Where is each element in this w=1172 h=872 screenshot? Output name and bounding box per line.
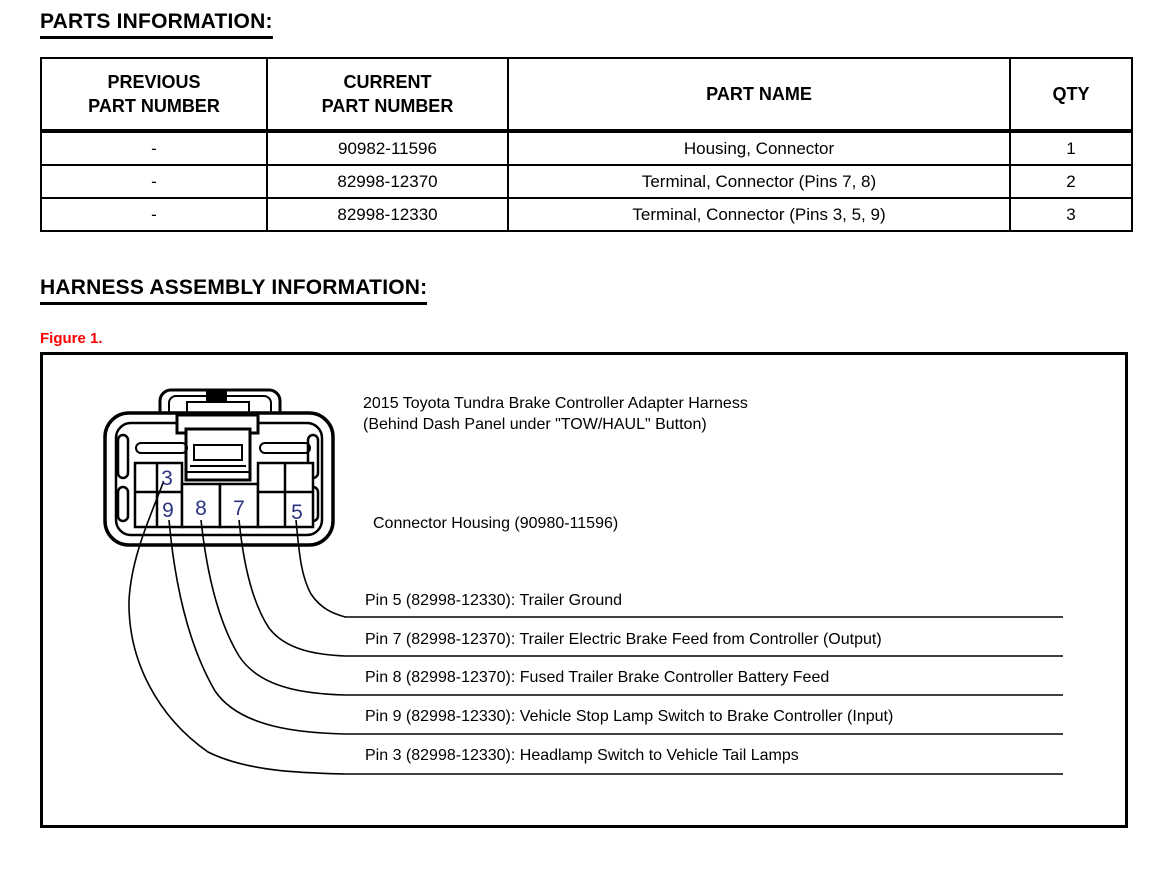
header-part-name: PART NAME (507, 57, 1011, 133)
pin-3-leader (128, 482, 1063, 775)
pin-9-description: Pin 9 (82998-12330): Vehicle Stop Lamp S… (365, 708, 894, 725)
pin-9-digit: 9 (162, 499, 174, 522)
cell-qty: 2 (1009, 164, 1133, 199)
header-text: CURRENT (343, 72, 432, 92)
cell-part-name: Terminal, Connector (Pins 3, 5, 9) (507, 197, 1011, 232)
harness-diagram: 3 9 8 7 5 (103, 388, 1063, 775)
pin-3-description: Pin 3 (82998-12330): Headlamp Switch to … (365, 747, 799, 764)
parts-table: PREVIOUS PART NUMBER CURRENT PART NUMBER… (40, 57, 1133, 232)
cell-previous: - (40, 197, 268, 232)
table-row: - 82998-12330 Terminal, Connector (Pins … (40, 197, 1133, 232)
cell-qty: 1 (1009, 130, 1133, 166)
header-text: PART NAME (706, 84, 812, 104)
pin-7-leader (238, 519, 1063, 657)
figure-1-label: Figure 1. (40, 330, 103, 347)
pin-8-leader (200, 519, 1063, 696)
header-text: QTY (1052, 84, 1090, 104)
pin-leader-lines (128, 482, 1063, 775)
connector-housing-label: Connector Housing (90980-11596) (373, 515, 619, 532)
cell-part-name: Housing, Connector (507, 130, 1011, 166)
pin-8-description: Pin 8 (82998-12370): Fused Trailer Brake… (365, 669, 830, 686)
pin-5-leader (295, 519, 1063, 618)
pin-7-digit: 7 (233, 497, 245, 520)
pin-9-leader (168, 519, 1063, 735)
cell-current: 90982-11596 (266, 130, 509, 166)
cell-part-name: Terminal, Connector (Pins 7, 8) (507, 164, 1011, 199)
cell-previous: - (40, 130, 268, 166)
figure-title: 2015 Toyota Tundra Brake Controller Adap… (363, 393, 748, 435)
pin-8-digit: 8 (195, 497, 207, 520)
header-text: PART NUMBER (88, 96, 220, 116)
pin-7-description: Pin 7 (82998-12370): Trailer Electric Br… (365, 631, 882, 648)
figure-1-box: 3 9 8 7 5 2015 Toyota Tundra Brake Contr… (40, 352, 1128, 828)
cell-current: 82998-12370 (266, 164, 509, 199)
parts-table-header-row: PREVIOUS PART NUMBER CURRENT PART NUMBER… (40, 57, 1133, 133)
header-text: PREVIOUS (107, 72, 201, 92)
table-row: - 90982-11596 Housing, Connector 1 (40, 130, 1133, 166)
cell-qty: 3 (1009, 197, 1133, 232)
harness-assembly-heading: HARNESS ASSEMBLY INFORMATION: (40, 276, 428, 305)
table-row: - 82998-12370 Terminal, Connector (Pins … (40, 164, 1133, 199)
pin-3-digit: 3 (161, 467, 173, 490)
header-previous-part-number: PREVIOUS PART NUMBER (40, 57, 268, 133)
figure-title-line2: (Behind Dash Panel under "TOW/HAUL" Butt… (363, 416, 707, 433)
header-qty: QTY (1009, 57, 1133, 133)
header-current-part-number: CURRENT PART NUMBER (266, 57, 509, 133)
cell-current: 82998-12330 (266, 197, 509, 232)
pin-numbers: 3 9 8 7 5 (161, 467, 303, 524)
parts-information-heading: PARTS INFORMATION: (40, 10, 273, 39)
cell-previous: - (40, 164, 268, 199)
pin-cavity-grid (133, 461, 315, 529)
pin-5-digit: 5 (291, 501, 303, 524)
pin-5-description: Pin 5 (82998-12330): Trailer Ground (365, 592, 623, 609)
figure-title-line1: 2015 Toyota Tundra Brake Controller Adap… (363, 395, 748, 412)
connector-latch (175, 413, 260, 482)
header-text: PART NUMBER (321, 96, 454, 116)
